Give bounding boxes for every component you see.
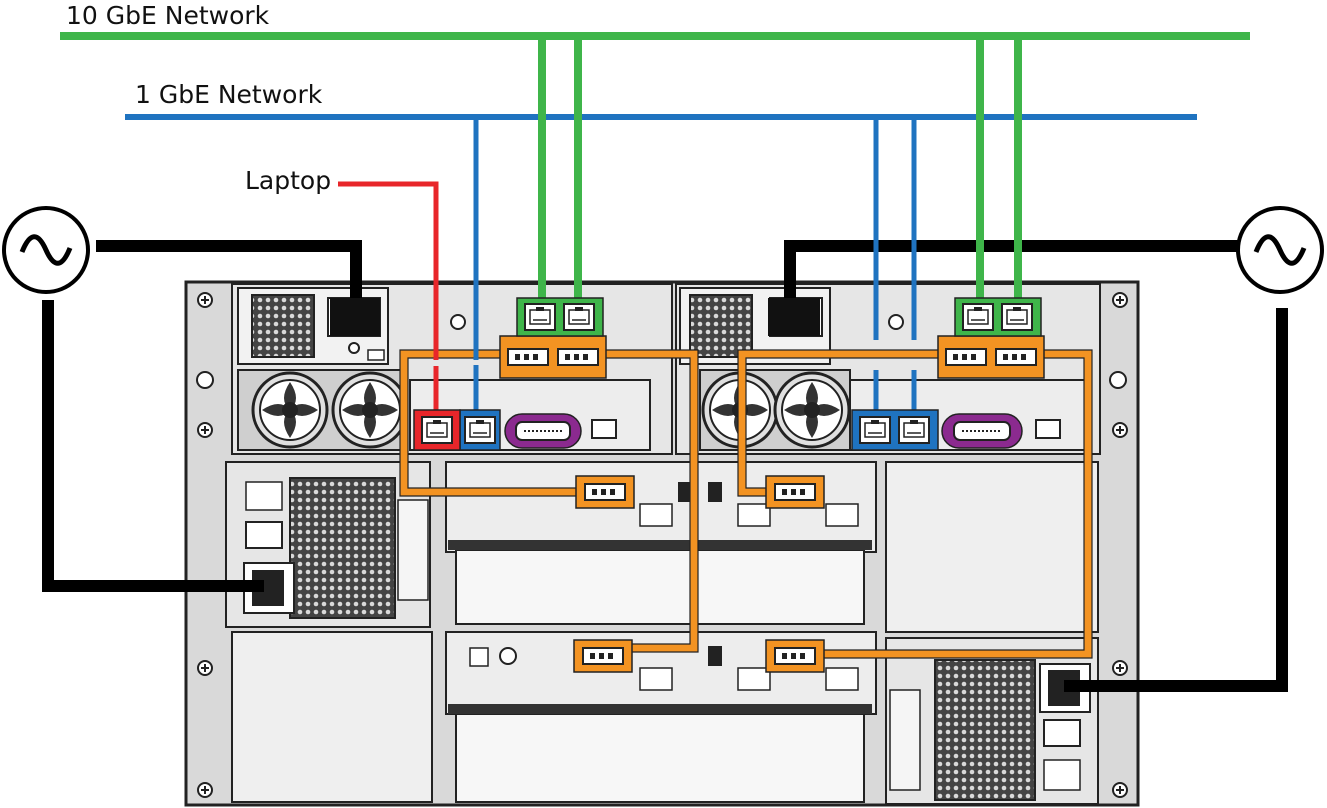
sas-cable-group xyxy=(400,350,1092,658)
ac-sine-wave-icon xyxy=(1236,206,1324,294)
sas-port-block-controller-b xyxy=(937,335,1045,379)
sas-port-expansion-2 xyxy=(765,475,825,509)
sas-port-expansion-3 xyxy=(573,639,633,673)
port-block-1gbe-controller-b xyxy=(851,409,939,451)
port-block-1gbe-controller-a xyxy=(459,409,501,451)
sas-cable-outline xyxy=(399,349,1093,659)
laptop-label: Laptop xyxy=(245,166,332,195)
power-cable-right xyxy=(784,240,1288,692)
ac-sine-wave-icon xyxy=(2,206,90,294)
sas-port-expansion-4 xyxy=(765,639,825,673)
laptop-cable xyxy=(338,181,439,412)
cable-1gbe-drops xyxy=(473,117,917,412)
power-inlet-upper-left xyxy=(330,298,380,336)
network-10gbe-label: 10 GbE Network xyxy=(66,1,270,30)
power-inlet-upper-right xyxy=(768,298,820,336)
port-block-10gbe-controller-a xyxy=(516,297,604,337)
db9-serial-port-icon xyxy=(504,413,582,449)
port-block-10gbe-controller-b xyxy=(954,297,1042,337)
network-1gbe-line xyxy=(125,114,1197,120)
network-10gbe-line xyxy=(60,32,1250,40)
power-cable-left xyxy=(42,240,362,592)
sas-port-block-controller-a xyxy=(499,335,607,379)
cable-10gbe-drops xyxy=(538,38,1022,300)
port-management-laptop xyxy=(413,409,461,451)
db9-serial-port-icon xyxy=(941,413,1023,449)
network-1gbe-label: 1 GbE Network xyxy=(135,80,323,109)
sas-port-expansion-1 xyxy=(575,475,635,509)
